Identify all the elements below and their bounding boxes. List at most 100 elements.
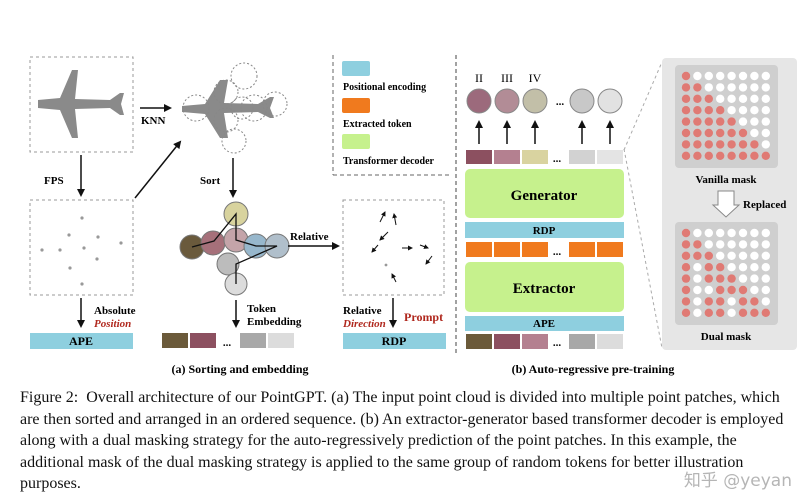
mask-dot [738, 83, 748, 92]
mask-dot [727, 94, 736, 104]
mask-dot [761, 140, 770, 149]
mask-dot [681, 251, 691, 260]
mask-dot [727, 128, 736, 138]
input-cloud-box [29, 56, 134, 153]
mask-dot [716, 83, 725, 92]
sort-label: Sort [200, 175, 221, 187]
mask-dot [693, 117, 702, 126]
center-points-box [29, 199, 134, 296]
vanilla-mask-grid [681, 71, 770, 160]
generator-label: Generator [511, 188, 578, 204]
legend-positional: Positional encoding [343, 82, 426, 93]
svg-text:...: ... [223, 337, 232, 349]
mask-dot [681, 71, 691, 81]
mask-dot [693, 94, 702, 104]
mask-dot [693, 140, 702, 149]
mask-dot [761, 308, 770, 317]
mask-dot [761, 83, 770, 92]
mask-dot [750, 308, 759, 317]
mask-dot [693, 297, 702, 306]
mask-dot [761, 128, 770, 138]
mask-dot [738, 274, 748, 283]
mask-dot [750, 106, 759, 115]
predicted-patches [466, 88, 623, 114]
prompt-label: Prompt [404, 310, 443, 324]
generator-block [465, 169, 624, 218]
mask-dot [704, 251, 713, 260]
mask-dot [727, 140, 736, 149]
watermark: 知乎 @yeyan [683, 471, 792, 491]
relative-label: Relative [290, 231, 329, 243]
center-points [40, 216, 123, 286]
mask-dot [704, 71, 713, 81]
mask-dot [761, 240, 770, 249]
mask-dot [750, 117, 759, 126]
mask-dot [681, 297, 691, 306]
mask-dot [716, 308, 725, 317]
rdp-bar-left [343, 333, 446, 349]
mask-dot [727, 228, 736, 238]
mask-dot [693, 71, 702, 81]
generated-token-row: ... [466, 150, 623, 165]
mask-dot [716, 94, 725, 104]
mask-dot [738, 71, 748, 81]
mask-dot [727, 263, 736, 272]
sorted-patches [179, 201, 290, 296]
mask-dot [738, 308, 748, 317]
mask-dot [761, 117, 770, 126]
mask-dot [681, 117, 691, 126]
mask-dot [681, 228, 691, 238]
mask-dot [681, 240, 691, 249]
mask-dot [716, 151, 725, 160]
mask-dot [716, 71, 725, 81]
diagram-svg: FPS Absolute Position APE KNN Sort [29, 55, 797, 376]
mask-dot [681, 83, 691, 92]
mask-dot [727, 285, 736, 295]
mask-dot [761, 274, 770, 283]
mask-dot [681, 106, 691, 115]
ape-bar-left [30, 333, 133, 349]
mask-dot [681, 308, 691, 317]
mask-dot [704, 140, 713, 149]
mask-dot [704, 308, 713, 317]
mask-dot [704, 274, 713, 283]
mask-dot [750, 263, 759, 272]
mask-dot [761, 151, 770, 160]
mask-dot [727, 240, 736, 249]
mask-dot [716, 285, 725, 295]
mask-dot [738, 151, 748, 160]
mask-dot [716, 140, 725, 149]
mask-dot [704, 83, 713, 92]
svg-text:IV: IV [529, 71, 542, 85]
svg-text:II: II [475, 71, 483, 85]
dual-mask-grid [681, 228, 770, 317]
mask-dot [750, 94, 759, 104]
legend-extracted: Extracted token [343, 119, 412, 130]
mask-dot [716, 106, 725, 115]
extracted-token-row [466, 242, 623, 257]
mask-dot [750, 128, 759, 138]
svg-text:...: ... [553, 153, 562, 165]
svg-text:III: III [501, 71, 513, 85]
mask-dot [727, 83, 736, 92]
mask-dot [693, 106, 702, 115]
rdp-bar-left-label: RDP [382, 334, 407, 348]
mask-dot [750, 140, 759, 149]
mask-dot [704, 106, 713, 115]
ape-bar-left-label: APE [69, 334, 93, 348]
mask-dot [716, 128, 725, 138]
mask-dot [704, 263, 713, 272]
mask-dot [761, 251, 770, 260]
mask-dot [750, 251, 759, 260]
caption-label: Figure 2: [20, 389, 79, 406]
mask-dot [727, 106, 736, 115]
mask-dot [693, 83, 702, 92]
ape-bar-right [465, 316, 624, 331]
replaced-arrow-icon [711, 190, 741, 218]
mask-dot [716, 228, 725, 238]
roman-labels: II III IV [475, 71, 542, 85]
mask-dot [750, 83, 759, 92]
mask-dot [704, 228, 713, 238]
legend: Positional encoding Extracted token Tran… [332, 55, 450, 176]
vanilla-mask-label: Vanilla mask [695, 174, 757, 186]
